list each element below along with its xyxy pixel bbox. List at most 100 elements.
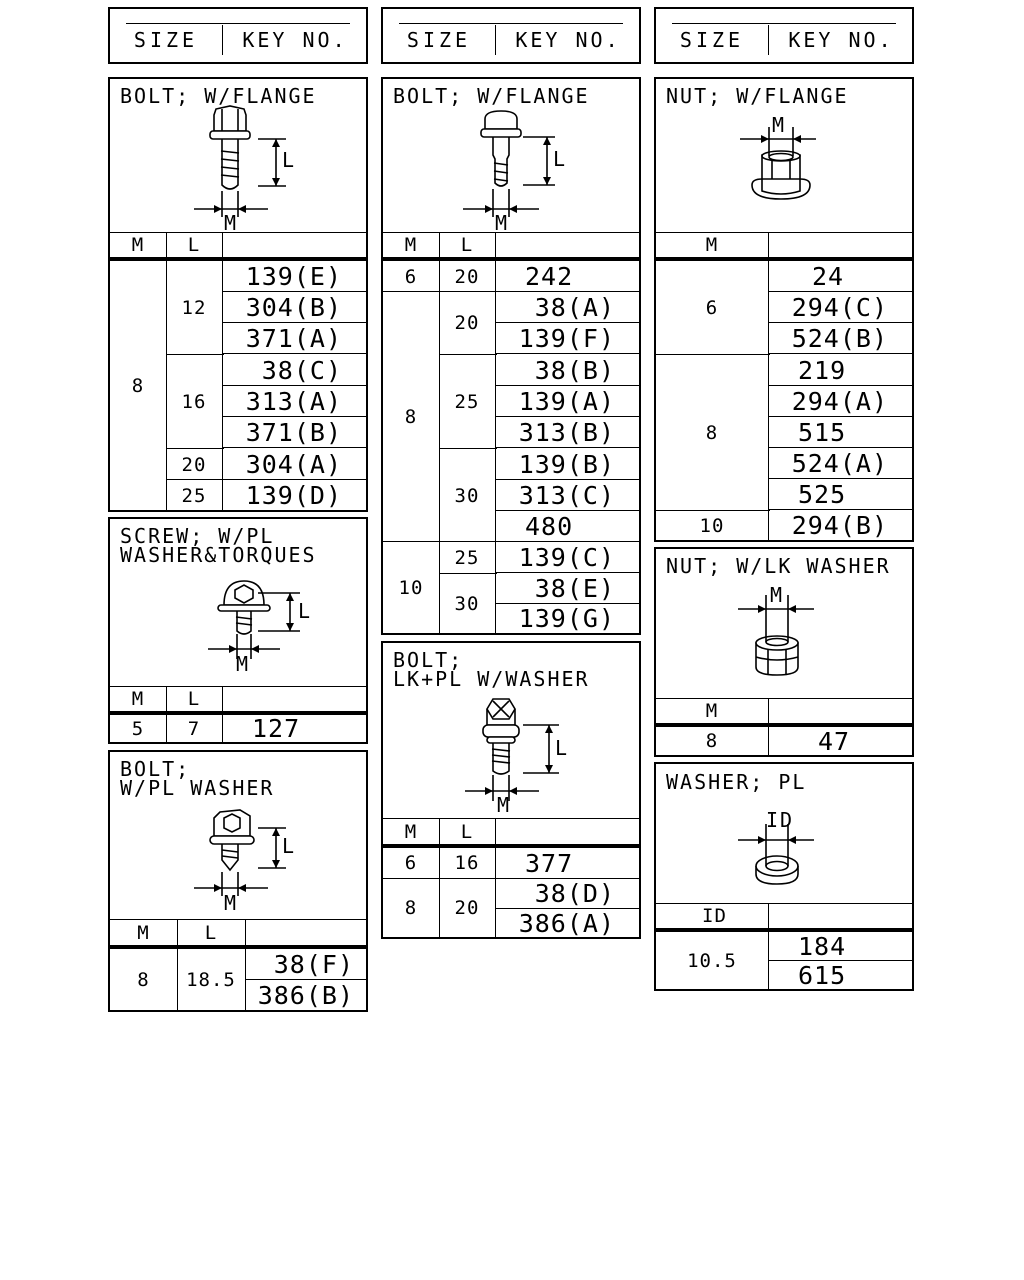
key-number: 38(A): [495, 292, 641, 323]
m-column-header: M: [705, 234, 719, 256]
nut-lk-panel: NUT; W/LK WASHER M M 8 47: [654, 547, 914, 757]
l-value: 25: [181, 484, 207, 507]
dim-l-label: L: [282, 834, 297, 858]
panel-title: NUT; W/FLANGE: [666, 84, 849, 108]
key-number: 139(A): [495, 386, 641, 417]
dim-m-label: M: [224, 891, 239, 915]
key-number: 38(B): [495, 355, 641, 386]
panel-title: BOLT; W/FLANGE: [393, 84, 590, 108]
key-number: 184: [768, 932, 914, 961]
l-value: 20: [181, 453, 207, 476]
key-number: 47: [818, 726, 851, 756]
lk-nut-drawing: [738, 595, 814, 676]
key-number: 386(A): [518, 908, 615, 938]
key-number: 242: [495, 261, 641, 292]
key-number: 313(B): [495, 417, 641, 448]
l-value: 20: [454, 265, 480, 288]
key-number: 371(B): [222, 417, 368, 448]
panel-title: SCREW; W/PL WASHER&TORQUES: [120, 524, 317, 567]
size-label: SIZE: [406, 28, 472, 52]
l-column-header: L: [187, 688, 201, 710]
panel-title: BOLT; LK+PL W/WASHER: [393, 648, 590, 691]
dim-m-label: M: [495, 211, 510, 235]
panel-title: WASHER; PL: [666, 770, 807, 794]
key-number: 139(B): [495, 449, 641, 480]
m-value: 5: [131, 717, 145, 740]
m-value: 8: [137, 968, 150, 991]
key-number: 38(E): [495, 574, 641, 604]
flange-bolt-drawing: [194, 105, 286, 217]
dim-l-label: L: [298, 599, 313, 623]
size-header-rule: [399, 23, 623, 54]
dim-m-label: M: [497, 793, 512, 817]
table-header: M L: [110, 919, 366, 949]
l-value: 7: [187, 717, 201, 740]
flange-bolt-drawing: [463, 110, 555, 217]
key-number: 294(A): [768, 386, 914, 417]
l-value: 16: [454, 852, 480, 874]
m-value: 8: [404, 405, 418, 428]
bolt-lk-pl-panel: BOLT; LK+PL W/WASHER L M M L 6 16 377: [381, 641, 641, 939]
key-number: 386(B): [257, 980, 354, 1010]
key-number: 139(G): [518, 604, 615, 633]
dim-m-label: M: [770, 583, 785, 607]
size-header-col1: SIZE KEY NO.: [108, 7, 368, 64]
l-column-header: L: [460, 820, 474, 843]
l-value: 20: [454, 897, 480, 919]
key-no-label: KEY NO.: [515, 28, 621, 52]
m-column-header: M: [137, 921, 150, 944]
key-number: 139(D): [245, 481, 342, 510]
l-value: 18.5: [186, 968, 236, 991]
key-number: 524(A): [768, 448, 914, 479]
m-value: 10: [699, 514, 725, 537]
l-value: 30: [454, 484, 480, 507]
bolt-flange-panel-col1: BOLT; W/FLANGE L M M L 8 12 139(E) 304(B…: [108, 77, 368, 512]
key-number: 127: [252, 714, 301, 743]
l-column-header: L: [204, 921, 218, 944]
key-no-label: KEY NO.: [242, 28, 348, 52]
size-label: SIZE: [133, 28, 199, 52]
m-column-header: M: [705, 700, 719, 722]
dim-m-label: M: [224, 211, 239, 235]
table-header: M: [656, 698, 912, 727]
m-column-header: M: [131, 234, 145, 256]
key-number: 371(A): [222, 323, 368, 354]
m-value: 6: [404, 852, 418, 874]
id-value: 10.5: [687, 949, 737, 972]
key-number: 294(C): [768, 292, 914, 323]
bolt-flange-panel-col2: BOLT; W/FLANGE L M M L 6 20 242 8 20 38(…: [381, 77, 641, 635]
panel-title: NUT; W/LK WASHER: [666, 554, 891, 578]
m-value: 8: [705, 730, 719, 752]
key-number: 525: [768, 479, 914, 510]
size-header-col3: SIZE KEY NO.: [654, 7, 914, 64]
l-column-header: L: [187, 234, 201, 256]
key-number: 524(B): [768, 323, 914, 354]
key-number: 294(B): [791, 511, 888, 540]
dim-m-label: M: [772, 113, 787, 137]
l-value: 16: [181, 390, 207, 413]
key-number: 24: [768, 261, 914, 292]
key-number: 139(C): [495, 542, 641, 573]
m-column-header: M: [131, 688, 145, 710]
table-header: M L: [383, 232, 639, 261]
m-column-header: M: [404, 234, 418, 256]
key-number: 615: [798, 960, 847, 990]
key-no-label: KEY NO.: [788, 28, 894, 52]
id-column-header: ID: [702, 905, 727, 927]
m-value: 6: [404, 265, 418, 288]
key-number: 139(E): [222, 261, 368, 292]
key-number: 480: [495, 511, 641, 542]
lk-pl-bolt-drawing: [465, 698, 559, 801]
key-number: 38(C): [222, 355, 368, 386]
bolt-pl-washer-panel: BOLT; W/PL WASHER L M M L 8 18.5 38(F) 3…: [108, 750, 368, 1012]
key-number: 139(F): [495, 323, 641, 354]
key-number: 38(F): [245, 949, 368, 980]
table-header: ID: [656, 903, 912, 932]
size-header-rule: [672, 23, 896, 54]
m-column-header: M: [404, 820, 418, 843]
dim-l-label: L: [282, 148, 297, 172]
table-header: M L: [110, 686, 366, 715]
key-number: 304(A): [222, 449, 368, 480]
m-value: 8: [404, 897, 418, 919]
dim-l-label: L: [553, 147, 568, 171]
